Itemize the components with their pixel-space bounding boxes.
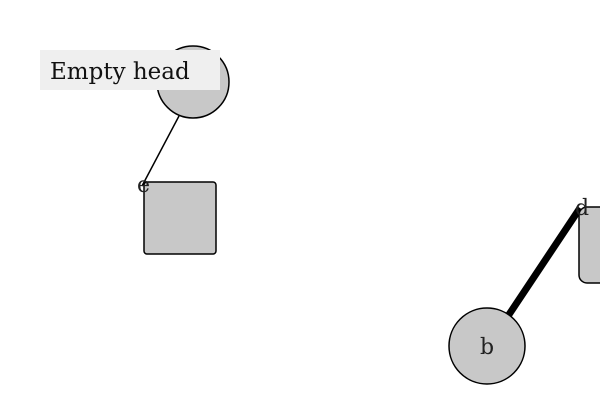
- node-b-circle[interactable]: b: [448, 307, 526, 385]
- node-d-square[interactable]: d: [575, 196, 600, 284]
- node-e-label: e: [137, 173, 150, 198]
- empty-head-callout: Empty head: [40, 50, 220, 90]
- node-b-label: b: [480, 335, 494, 360]
- node-d-label: d: [575, 196, 589, 221]
- edge-top-to-e: [141, 115, 180, 187]
- edge-b-to-d: [505, 206, 583, 318]
- empty-head-label: Empty head: [50, 59, 190, 85]
- node-e-square[interactable]: e: [137, 173, 217, 255]
